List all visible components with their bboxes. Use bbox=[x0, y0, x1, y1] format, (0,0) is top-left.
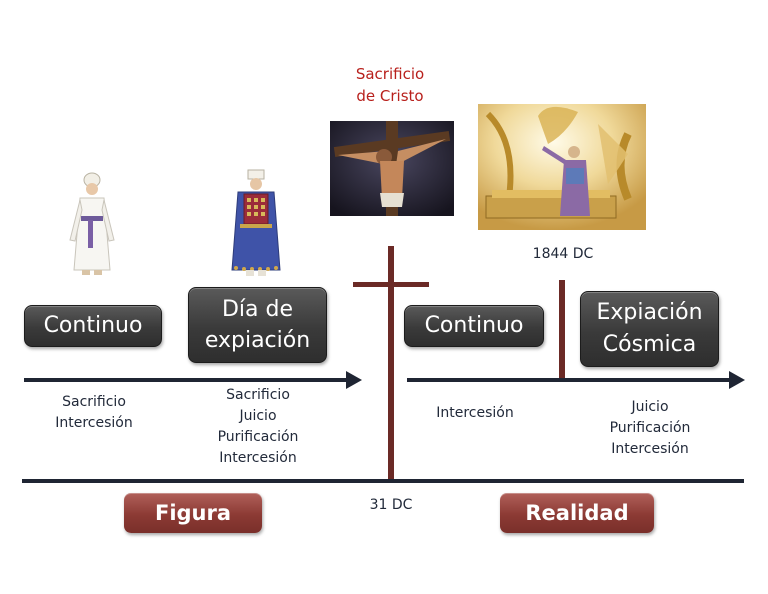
box-continuo-left: Continuo bbox=[24, 305, 162, 347]
heavenly-sanctuary-image bbox=[478, 104, 646, 230]
date-1844-label: 1844 DC bbox=[532, 246, 594, 262]
cross-vertical-bar bbox=[388, 246, 394, 480]
sacrificio-de-cristo-label: Sacrificio de Cristo bbox=[355, 65, 425, 105]
marker-1844 bbox=[559, 280, 565, 378]
caption-dia-de-expiacion: Sacrificio Juicio Purificación Intercesi… bbox=[217, 387, 299, 466]
cross-horizontal-bar bbox=[353, 282, 429, 287]
caption-continuo-right: Intercesión bbox=[436, 405, 514, 421]
arrow-left-head bbox=[346, 371, 362, 389]
caption-expiacion-cosmica: Juicio Purificación Intercesión bbox=[609, 399, 691, 457]
box-dia-de-expiacion: Día de expiación bbox=[188, 287, 327, 363]
crucifixion-image bbox=[330, 121, 454, 216]
box-expiacion-cosmica: Expiación Cósmica bbox=[580, 291, 719, 367]
priest-white-robe-image bbox=[62, 170, 122, 280]
realidad-label: Realidad bbox=[500, 493, 654, 533]
high-priest-image bbox=[224, 168, 288, 280]
caption-continuo-left: Sacrificio Intercesión bbox=[55, 394, 133, 431]
figura-label: Figura bbox=[124, 493, 262, 533]
date-31-label: 31 DC bbox=[369, 497, 413, 513]
arrow-right-head bbox=[729, 371, 745, 389]
box-continuo-right: Continuo bbox=[404, 305, 544, 347]
